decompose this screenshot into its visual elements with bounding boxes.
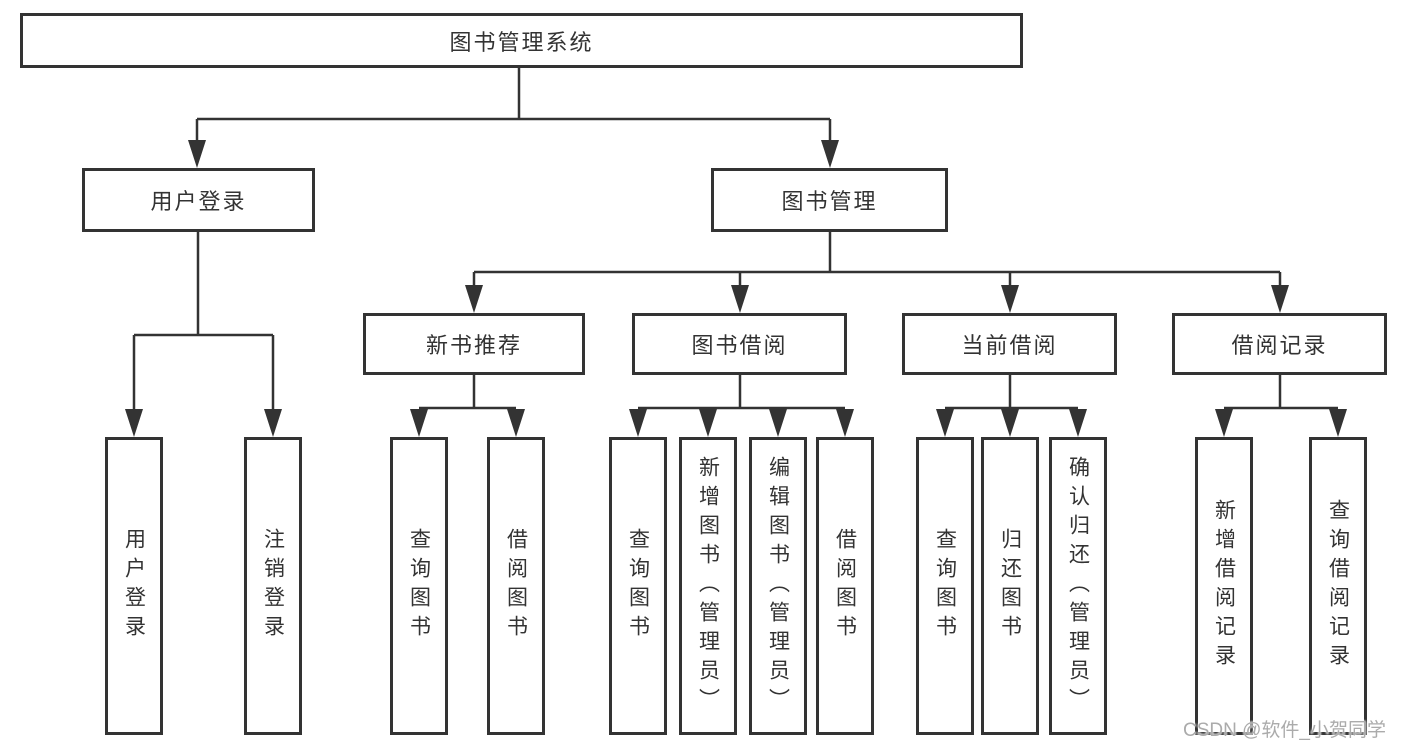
leaf-add-borrow-record: 新增借阅记录 (1195, 437, 1253, 735)
node-root-label: 图书管理系统 (449, 29, 594, 55)
leaf-logout: 注销登录 (244, 437, 302, 735)
leaf-add-books-admin: 新增图书（管理员） (679, 437, 737, 735)
node-book-management: 图书管理 (711, 168, 948, 232)
leaf-user-login-label: 用户登录 (122, 528, 146, 644)
watermark: CSDN @软件_小贺同学 (1183, 720, 1386, 741)
node-borrowing-records: 借阅记录 (1172, 313, 1387, 375)
node-user-login-label: 用户登录 (150, 189, 247, 214)
leaf-borrow-books-recommend-label: 借阅图书 (504, 528, 528, 644)
node-borrowing-records-label: 借阅记录 (1231, 333, 1328, 358)
leaf-query-books-recommend-label: 查询图书 (407, 528, 431, 644)
leaf-borrow-books-borrowing-label: 借阅图书 (833, 528, 857, 644)
leaf-edit-books-admin: 编辑图书（管理员） (749, 437, 807, 735)
leaf-borrow-books-borrowing: 借阅图书 (816, 437, 874, 735)
leaf-confirm-return-admin-label: 确认归还（管理员） (1066, 455, 1090, 717)
leaf-return-books: 归还图书 (981, 437, 1039, 735)
leaf-user-login: 用户登录 (105, 437, 163, 735)
node-book-management-label: 图书管理 (781, 189, 878, 214)
node-book-borrowing-label: 图书借阅 (691, 333, 788, 358)
leaf-confirm-return-admin: 确认归还（管理员） (1049, 437, 1107, 735)
node-book-borrowing: 图书借阅 (632, 313, 847, 375)
leaf-query-borrow-record: 查询借阅记录 (1309, 437, 1367, 735)
leaf-logout-label: 注销登录 (261, 528, 285, 644)
node-new-book-recommend: 新书推荐 (363, 313, 585, 375)
node-root: 图书管理系统 (20, 13, 1023, 68)
leaf-query-books-current: 查询图书 (916, 437, 974, 735)
leaf-return-books-label: 归还图书 (998, 528, 1022, 644)
leaf-query-books-current-label: 查询图书 (933, 528, 957, 644)
node-user-login: 用户登录 (82, 168, 315, 232)
leaf-borrow-books-recommend: 借阅图书 (487, 437, 545, 735)
leaf-add-books-admin-label: 新增图书（管理员） (696, 455, 720, 717)
leaf-query-borrow-record-label: 查询借阅记录 (1326, 499, 1350, 673)
node-current-borrowing-label: 当前借阅 (961, 333, 1058, 358)
leaf-edit-books-admin-label: 编辑图书（管理员） (766, 455, 790, 717)
leaf-query-books-borrowing: 查询图书 (609, 437, 667, 735)
node-new-book-recommend-label: 新书推荐 (425, 333, 522, 358)
node-current-borrowing: 当前借阅 (902, 313, 1117, 375)
leaf-add-borrow-record-label: 新增借阅记录 (1212, 499, 1236, 673)
leaf-query-books-recommend: 查询图书 (390, 437, 448, 735)
leaf-query-books-borrowing-label: 查询图书 (626, 528, 650, 644)
